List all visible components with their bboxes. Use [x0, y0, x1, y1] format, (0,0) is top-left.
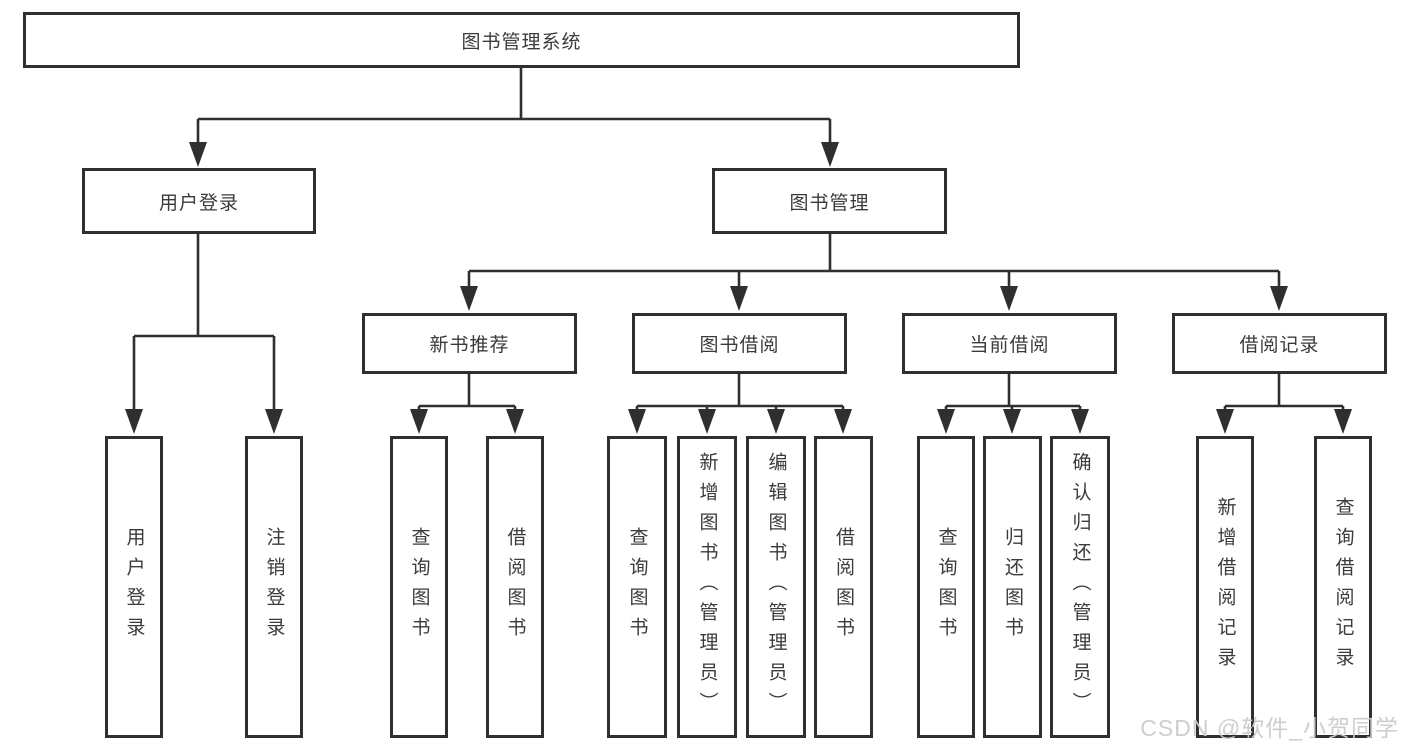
leaf-borrow-query-books: 查询图书 [607, 436, 667, 738]
leaf-current-confirm-return-admin: 确认归还（管理员） [1050, 436, 1110, 738]
leaf-newbook-query-books-label: 查询图书 [408, 527, 430, 647]
leaf-current-return-books-label: 归还图书 [1002, 527, 1023, 647]
node-new-book-recommend: 新书推荐 [362, 313, 577, 374]
leaf-newbook-query-books: 查询图书 [390, 436, 448, 738]
node-user-login: 用户登录 [82, 168, 316, 234]
leaf-borrow-add-books-admin-label: 新增图书（管理员） [696, 452, 718, 722]
leaf-user-login-label: 用户登录 [123, 527, 145, 647]
leaf-current-query-books-label: 查询图书 [935, 527, 957, 647]
leaf-current-confirm-return-admin-label: 确认归还（管理员） [1069, 452, 1091, 722]
leaf-logout: 注销登录 [245, 436, 303, 738]
leaf-borrow-edit-books-admin-label: 编辑图书（管理员） [765, 452, 787, 722]
leaf-record-query-label: 查询借阅记录 [1332, 497, 1354, 677]
node-borrow-records: 借阅记录 [1172, 313, 1387, 374]
arrowheads [125, 142, 1352, 434]
leaf-borrow-query-books-label: 查询图书 [626, 527, 648, 647]
leaf-current-return-books: 归还图书 [983, 436, 1042, 738]
node-library-system: 图书管理系统 [23, 12, 1020, 68]
leaf-current-query-books: 查询图书 [917, 436, 975, 738]
leaf-borrow-borrow-books-label: 借阅图书 [833, 527, 854, 647]
node-book-borrowing: 图书借阅 [632, 313, 847, 374]
leaf-user-login: 用户登录 [105, 436, 163, 738]
leaf-record-add-label: 新增借阅记录 [1214, 497, 1236, 677]
connector-paths [132, 66, 1345, 420]
leaf-logout-label: 注销登录 [263, 527, 285, 647]
leaf-borrow-add-books-admin: 新增图书（管理员） [677, 436, 737, 738]
node-current-borrowing: 当前借阅 [902, 313, 1117, 374]
leaf-borrow-edit-books-admin: 编辑图书（管理员） [746, 436, 806, 738]
leaf-record-add: 新增借阅记录 [1196, 436, 1254, 738]
leaf-borrow-borrow-books: 借阅图书 [814, 436, 873, 738]
leaf-newbook-borrow-books-label: 借阅图书 [504, 527, 526, 647]
leaf-newbook-borrow-books: 借阅图书 [486, 436, 544, 738]
node-book-management: 图书管理 [712, 168, 947, 234]
leaf-record-query: 查询借阅记录 [1314, 436, 1372, 738]
